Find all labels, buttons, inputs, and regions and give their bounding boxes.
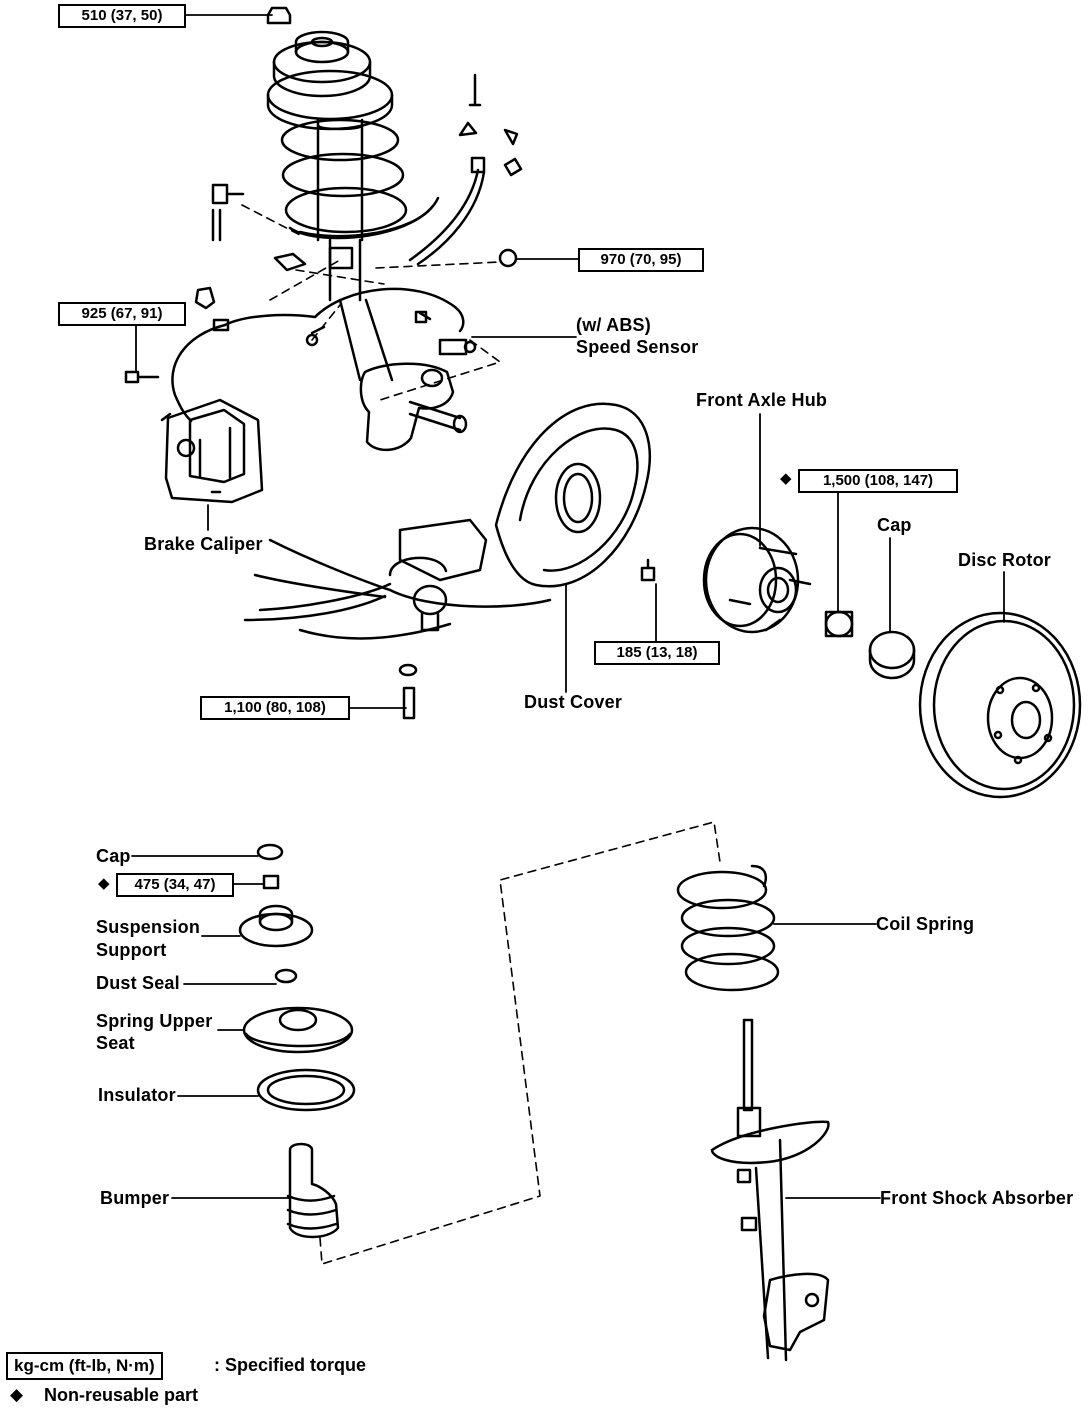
label-dust-cover: Dust Cover [524, 692, 623, 712]
label-speed-sensor: Speed Sensor [576, 337, 699, 357]
label-spring-upper-seat-1: Spring Upper [96, 1011, 213, 1031]
disc-rotor-drawing [918, 611, 1082, 799]
torque-box-dust-cover: 185 (13, 18) [594, 641, 720, 665]
torque-box-hub-nut: 1,500 (108, 147) [798, 469, 958, 493]
bolt-lower-arm [398, 663, 418, 720]
lower-parts-drawing [238, 843, 356, 1239]
label-cap-upper: Cap [877, 515, 912, 535]
coil-spring-drawing [676, 864, 780, 992]
label-front-shock-absorber: Front Shock Absorber [880, 1188, 1074, 1208]
label-disc-rotor: Disc Rotor [958, 550, 1052, 570]
label-brake-caliper: Brake Caliper [144, 534, 263, 554]
label-abs-line1: (w/ ABS) [576, 315, 651, 335]
bolts-top [124, 183, 518, 384]
assembly-guide-lines-lower [319, 821, 721, 1265]
assembly-guide-lines-top [241, 204, 501, 401]
label-insulator: Insulator [98, 1085, 176, 1105]
legend-unit-description: : Specified torque [214, 1355, 367, 1375]
dust-cover-drawing [494, 402, 651, 588]
label-bumper: Bumper [100, 1188, 170, 1208]
strut-assembly-drawing [266, 6, 468, 451]
label-suspension-support-2: Support [96, 940, 167, 960]
leader-lines [131, 14, 1005, 1199]
hub-nut-drawing [824, 610, 854, 638]
shock-absorber-drawing [710, 1018, 830, 1362]
brake-caliper-drawing [160, 398, 264, 504]
label-suspension-support-1: Suspension [96, 917, 201, 937]
label-cap-lower: Cap [96, 846, 131, 866]
legend-symbol: ◆ [10, 1385, 24, 1405]
torque-box-caliper: 925 (67, 91) [58, 302, 186, 326]
hose-and-cable-drawing [171, 73, 523, 423]
torque-box-support-nut: 475 (34, 47) [116, 873, 234, 897]
non-reusable-marker-hub-nut: ◆ [780, 469, 792, 487]
label-coil-spring: Coil Spring [876, 914, 975, 934]
label-spring-upper-seat-2: Seat [96, 1033, 135, 1053]
torque-box-lower-arm: 1,100 (80, 108) [200, 696, 350, 720]
cap-upper-drawing [868, 630, 916, 680]
non-reusable-marker-support-nut: ◆ [98, 874, 110, 892]
legend-symbol-description: Non-reusable part [44, 1385, 199, 1405]
front-axle-hub-drawing [702, 526, 812, 634]
lower-arm-drawing [243, 518, 552, 640]
torque-box-hose: 970 (70, 95) [578, 248, 704, 272]
label-front-axle-hub: Front Axle Hub [696, 390, 828, 410]
legend-unit-box: kg-cm (ft-lb, N·m) [6, 1352, 163, 1380]
torque-box-top-nut: 510 (37, 50) [58, 4, 186, 28]
label-dust-seal: Dust Seal [96, 973, 180, 993]
dust-cover-bolt [640, 558, 656, 582]
